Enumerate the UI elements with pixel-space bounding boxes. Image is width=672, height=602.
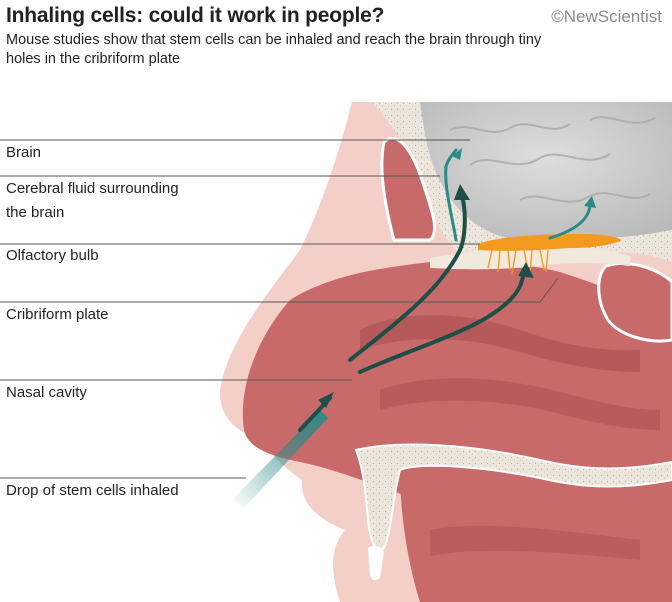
cribriform-plate-shape [430, 247, 630, 270]
label-brain: Brain [6, 144, 42, 161]
sphenoid-sinus [597, 261, 672, 343]
frontal-sinus [380, 137, 437, 242]
label-csf-line1: Cerebral fluid surrounding [6, 180, 179, 197]
label-drop: Drop of stem cells inhaled [6, 482, 179, 499]
page-title: Inhaling cells: could it work in people? [6, 4, 385, 27]
label-csf-line2: the brain [6, 204, 65, 221]
label-cribriform-plate: Cribriform plate [6, 306, 109, 323]
leader-lines [0, 139, 559, 479]
label-olfactory-bulb: Olfactory bulb [6, 247, 99, 264]
brain-shape [420, 102, 672, 240]
page-subtitle: Mouse studies show that stem cells can b… [6, 32, 542, 67]
brand-logo: ©NewScientist [551, 7, 662, 26]
arrowheads [318, 184, 534, 408]
label-nasal-cavity: Nasal cavity [6, 384, 87, 401]
olfactory-bulb-shape [478, 234, 622, 251]
palate-bone [354, 443, 672, 551]
stem-cell-drop [232, 410, 328, 508]
tooth-upper [368, 545, 384, 581]
